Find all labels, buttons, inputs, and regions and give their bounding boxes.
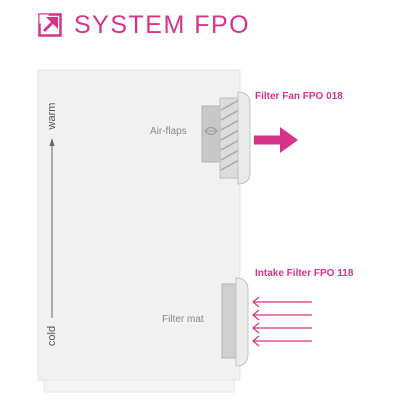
intake-filter-label: Intake Filter FPO 118 — [255, 268, 354, 279]
filter-mat-label: Filter mat — [162, 314, 204, 325]
exhaust-arrow — [254, 127, 298, 153]
filter-fan-label: Filter Fan FPO 018 — [255, 91, 343, 102]
cabinet-base — [43, 379, 235, 393]
temperature-arrowhead — [49, 138, 55, 146]
arrow-up-right-box-icon — [38, 13, 62, 37]
intake-filter-unit — [221, 277, 249, 367]
air-flaps-unit — [201, 105, 221, 163]
filter-fan-unit — [219, 91, 251, 185]
air-flaps-label: Air-flaps — [150, 126, 187, 137]
intake-arrows — [252, 296, 312, 347]
page-title: SYSTEM FPO — [74, 10, 251, 39]
cold-label: cold — [46, 325, 58, 347]
warm-label: warm — [46, 102, 58, 130]
header: SYSTEM FPO — [38, 8, 250, 42]
